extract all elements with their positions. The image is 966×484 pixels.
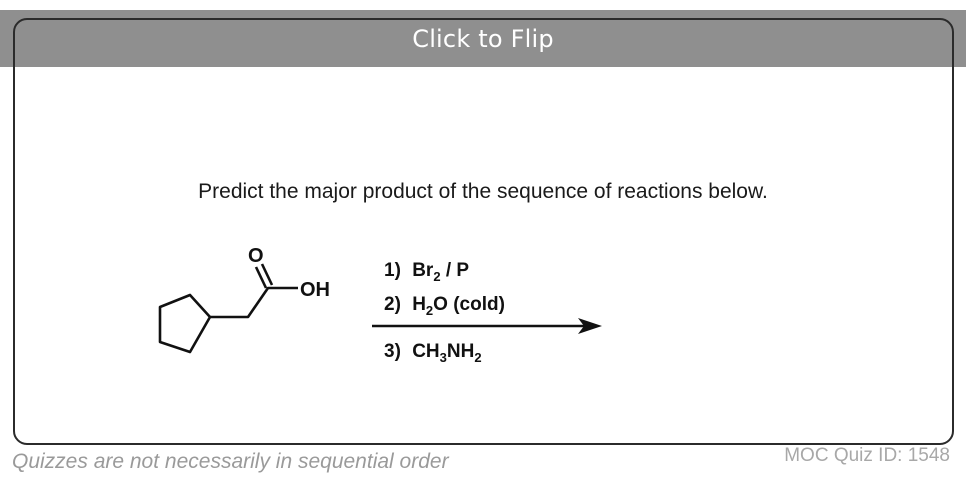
carbonyl-oxygen: O [248, 245, 264, 267]
flip-button-label: Click to Flip [412, 24, 554, 53]
reagent-step-1: 1) Br2 / P [384, 260, 469, 284]
hydroxyl-label: OH [300, 279, 330, 301]
click-to-flip-button[interactable]: Click to Flip [0, 10, 966, 67]
carbonyl-bond-1 [254, 266, 268, 289]
carbon-chain [210, 286, 298, 319]
reagent-step-3: 3) CH3NH2 [384, 341, 482, 365]
sequence-disclaimer: Quizzes are not necessarily in sequentia… [12, 450, 449, 473]
card-body [15, 67, 952, 443]
reaction-scheme: O OH 1) Br2 / P 2) H2O (cold) 3) CH3NH2 [158, 245, 602, 365]
reaction-arrowhead [578, 318, 602, 334]
reagent-step-2: 2) H2O (cold) [384, 294, 505, 318]
carbonyl-bond-2 [260, 263, 274, 286]
quiz-id-label: MOC Quiz ID: 1548 [784, 445, 950, 466]
cyclopentane-ring [158, 293, 212, 354]
question-text: Predict the major product of the sequenc… [198, 180, 768, 203]
